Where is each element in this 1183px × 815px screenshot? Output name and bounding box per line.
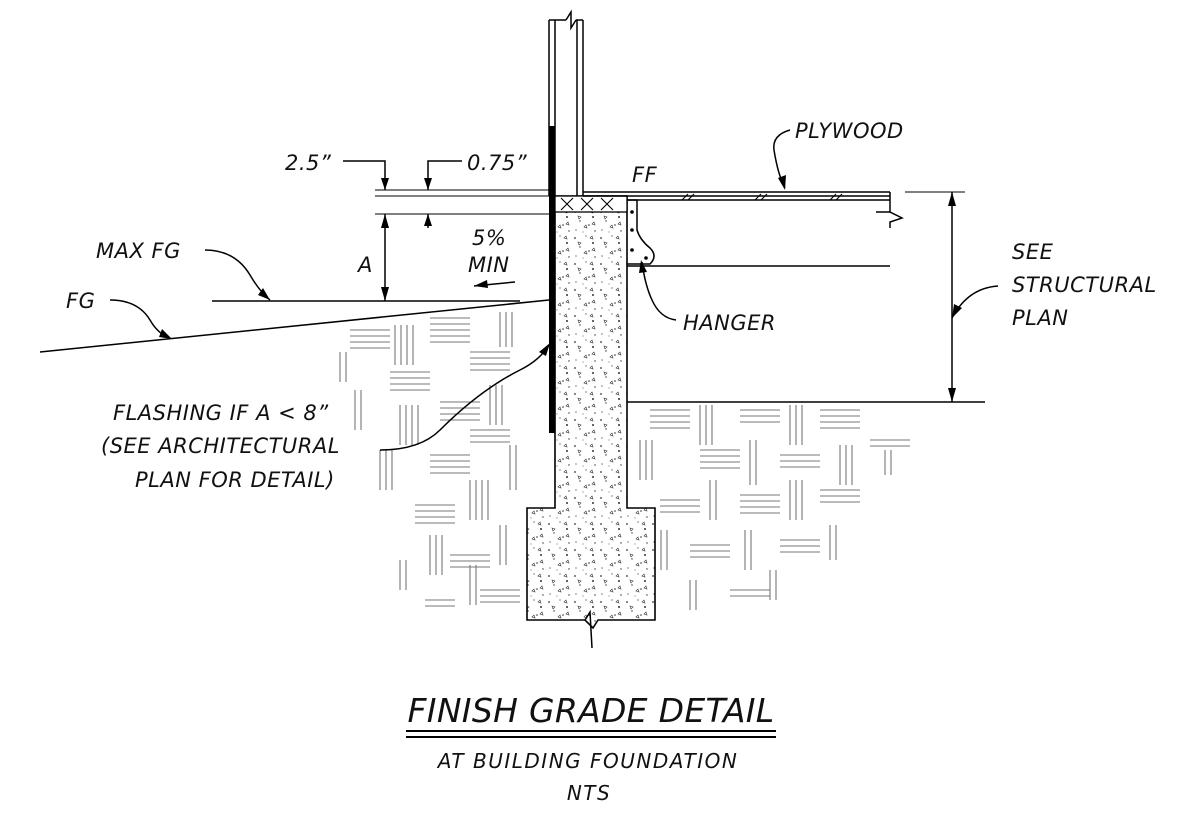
slope-arrow (473, 280, 516, 288)
max-fg-label: MAX FG (96, 239, 181, 263)
flashing-line3: PLAN FOR DETAIL) (135, 468, 335, 492)
dim-a-label: A (356, 253, 373, 277)
plywood-label: PLYWOOD (795, 119, 904, 143)
sill-plate (554, 195, 628, 213)
footing-break (584, 609, 593, 649)
flashing-line1: FLASHING IF A < 8” (113, 401, 329, 425)
fg-line (39, 299, 550, 353)
dim-2-5-label: 2.5” (285, 151, 332, 175)
hanger-label: HANGER (683, 311, 776, 335)
see-structural-line2: STRUCTURAL (1012, 273, 1157, 297)
plywood-subfloor (583, 191, 904, 228)
left-dimensions (343, 160, 549, 301)
soil-hatch-left (339, 312, 520, 607)
flashing (549, 126, 555, 433)
slope-percent-label: 5% (472, 226, 506, 250)
see-structural-line3: PLAN (1012, 306, 1068, 330)
slope-min-label: MIN (468, 253, 510, 277)
fg-label: FG (66, 289, 95, 313)
detail-title: FINISH GRADE DETAIL (408, 691, 775, 730)
see-structural-line1: SEE (1012, 240, 1054, 264)
right-dimension (905, 191, 999, 402)
detail-subtitle: AT BUILDING FOUNDATION (436, 749, 739, 773)
detail-scale: NTS (567, 781, 611, 805)
flashing-line2: (SEE ARCHITECTURAL (101, 434, 340, 458)
dim-0-75-label: 0.75” (467, 151, 528, 175)
title-underline (406, 730, 776, 738)
leaders (109, 129, 791, 451)
concrete-foundation (526, 195, 656, 630)
stud-wall (548, 9, 584, 196)
ff-label: FF (632, 163, 658, 187)
joist-hanger (627, 199, 655, 265)
soil-hatch-right (639, 405, 910, 610)
